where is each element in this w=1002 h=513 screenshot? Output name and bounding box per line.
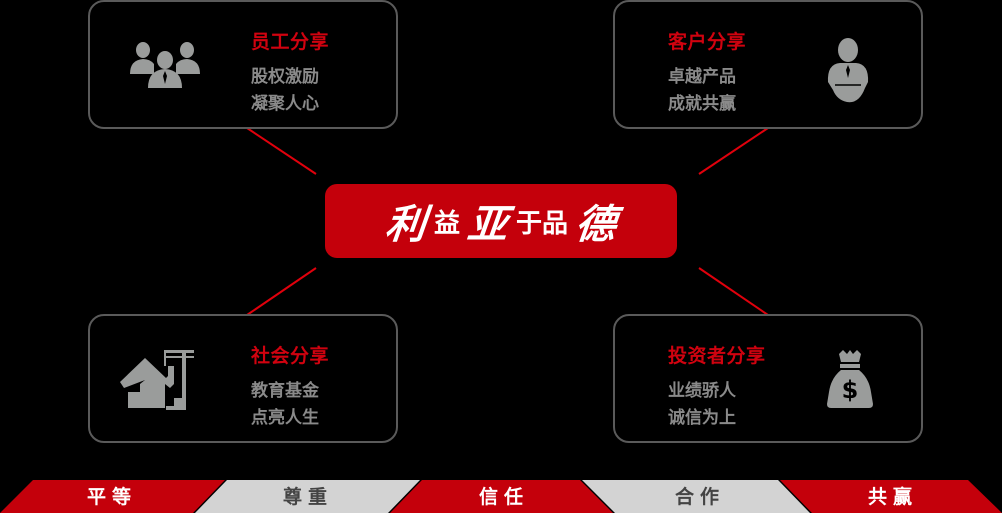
band-segment-cooperation — [582, 480, 810, 513]
connector-employee — [246, 127, 317, 175]
team-icon — [130, 42, 200, 88]
connector-society — [246, 267, 317, 316]
card-line-1: 卓越产品 — [668, 67, 736, 87]
businessman-icon — [827, 38, 869, 103]
band-segment-respect — [195, 480, 420, 513]
card-employee-sharing: 员工分享 股权激励 凝聚人心 — [88, 0, 398, 129]
band-label-equality: 平等 — [86, 486, 137, 508]
card-society-sharing: 社会分享 教育基金 点亮人生 — [88, 314, 398, 443]
card-line-2: 成就共赢 — [668, 94, 736, 114]
card-title: 客户分享 — [668, 31, 747, 53]
card-line-1: 教育基金 — [251, 381, 319, 401]
banner-char: 亚 — [465, 201, 511, 248]
banner-char: 于品 — [516, 208, 569, 239]
band-label-win-win: 共赢 — [867, 486, 918, 508]
card-title: 社会分享 — [251, 345, 330, 367]
values-band — [0, 480, 1002, 513]
band-label-cooperation: 合作 — [674, 486, 725, 508]
svg-text:$: $ — [842, 376, 859, 404]
card-title: 员工分享 — [251, 31, 330, 53]
card-line-1: 业绩骄人 — [668, 381, 736, 401]
band-segment-trust — [390, 480, 613, 513]
card-line-2: 凝聚人心 — [251, 94, 319, 114]
house-construction-icon — [120, 350, 194, 410]
band-label-respect: 尊重 — [282, 486, 333, 508]
card-investor-sharing: 投资者分享 业绩骄人 诚信为上 $ — [613, 314, 923, 443]
card-line-2: 诚信为上 — [668, 408, 736, 428]
card-line-2: 点亮人生 — [251, 408, 319, 428]
money-bag-icon: $ — [827, 350, 873, 408]
card-title: 投资者分享 — [668, 345, 766, 367]
band-segment-win-win — [780, 480, 1002, 513]
banner-char: 利 — [383, 201, 429, 248]
band-label-trust: 信任 — [478, 486, 529, 508]
band-segment-equality — [0, 480, 225, 513]
banner-char: 益 — [433, 208, 460, 239]
card-customer-sharing: 客户分享 卓越产品 成就共赢 — [613, 0, 923, 129]
core-value-banner: 利 益 亚 于品 德 — [325, 184, 677, 258]
card-line-1: 股权激励 — [251, 67, 319, 87]
connector-investor — [698, 267, 769, 316]
banner-char: 德 — [573, 201, 619, 248]
connector-customer — [698, 127, 769, 175]
